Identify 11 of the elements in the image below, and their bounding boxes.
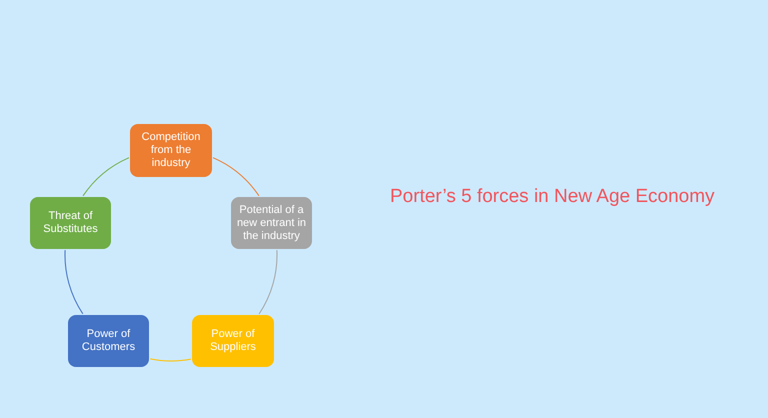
force-box: Power of Customers [68, 315, 149, 367]
connector-arc [258, 250, 278, 314]
force-box: Power of Suppliers [192, 315, 274, 367]
connector-arc [212, 157, 260, 196]
force-box: Threat of Substitutes [30, 197, 111, 249]
connector-arc [82, 157, 130, 196]
title: Porter’s 5 forces in New Age Economy [390, 185, 715, 209]
connector-arc [64, 250, 84, 314]
connector-arc [150, 358, 192, 362]
force-box: Potential of a new entrant in the industry [231, 197, 312, 249]
force-box: Competition from the industry [130, 124, 212, 177]
